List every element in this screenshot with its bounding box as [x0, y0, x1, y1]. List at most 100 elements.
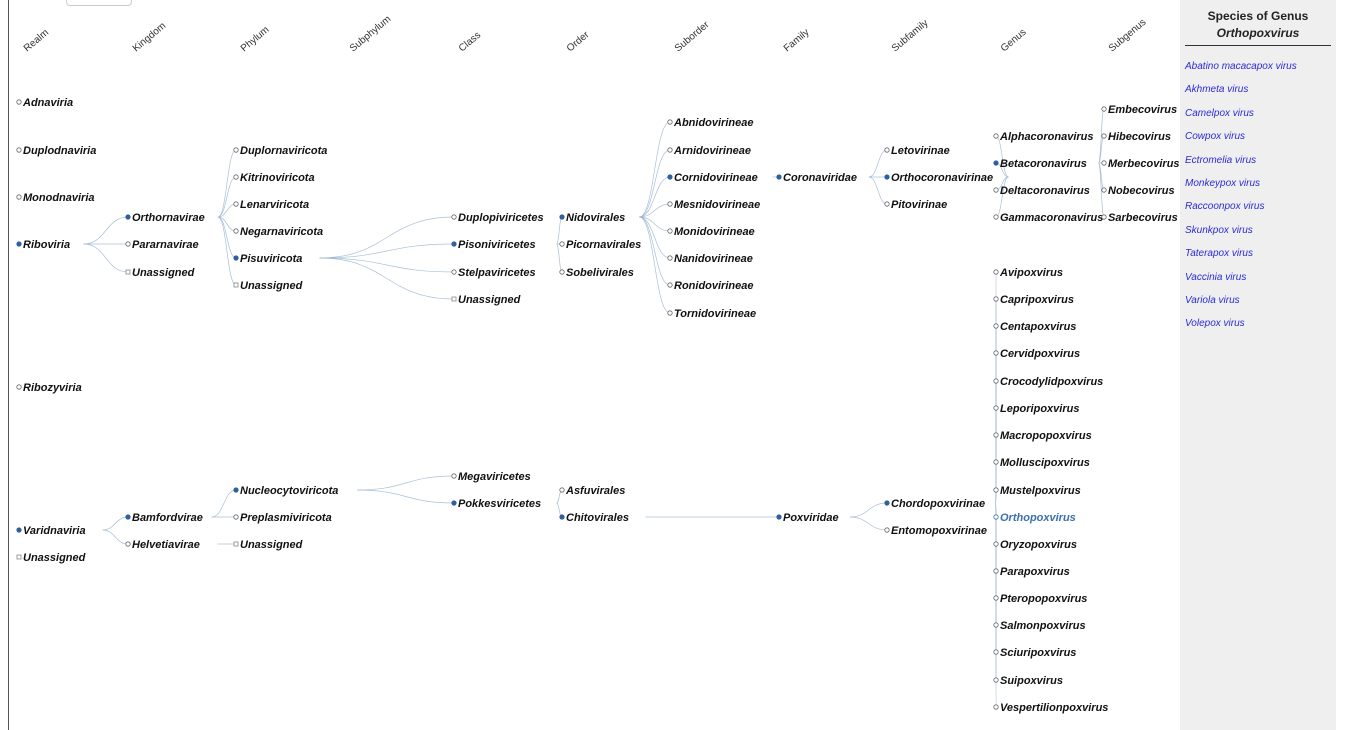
species-link-skunkpox-virus[interactable]: Skunkpox virus [1185, 224, 1253, 236]
node-marker [125, 514, 131, 520]
tree-node-letovirinae[interactable]: Letovirinae [884, 145, 950, 157]
node-label: Centapoxvirus [1000, 321, 1076, 333]
tree-node-parapoxvirus[interactable]: Parapoxvirus [993, 566, 1070, 578]
tree-node-sciuripoxvirus[interactable]: Sciuripoxvirus [993, 647, 1077, 659]
node-marker [451, 214, 457, 220]
species-link-vaccinia-virus[interactable]: Vaccinia virus [1185, 271, 1247, 283]
tree-node-monodnaviria[interactable]: Monodnaviria [16, 192, 95, 204]
tree-node-megaviricetes[interactable]: Megaviricetes [451, 471, 531, 483]
tree-node-capripoxvirus[interactable]: Capripoxvirus [993, 294, 1074, 306]
tree-node-abnidovirineae[interactable]: Abnidovirineae [667, 117, 754, 129]
tree-node-unassignedc1[interactable]: Unassigned [451, 294, 521, 306]
tree-node-molluscipoxvirus[interactable]: Molluscipoxvirus [993, 457, 1090, 469]
tree-node-orthornavirae[interactable]: Orthornavirae [125, 212, 205, 224]
tree-node-nidovirales[interactable]: Nidovirales [559, 212, 626, 224]
species-link-abatino-macacapox-virus[interactable]: Abatino macacapox virus [1185, 61, 1297, 72]
tree-node-crocodylidpoxvirus[interactable]: Crocodylidpoxvirus [993, 376, 1103, 388]
tree-node-centapoxvirus[interactable]: Centapoxvirus [993, 321, 1077, 333]
species-link-ectromelia-virus[interactable]: Ectromelia virus [1185, 154, 1257, 166]
species-link-cowpox-virus[interactable]: Cowpox virus [1185, 131, 1246, 143]
tree-node-pitovirinae[interactable]: Pitovirinae [884, 199, 947, 211]
link-nucleocytoviricota-to-megaviricetes [357, 475, 455, 491]
tree-node-lenarviricota[interactable]: Lenarviricota [233, 199, 309, 211]
tree-node-adnaviria[interactable]: Adnaviria [16, 97, 73, 109]
tree-node-macropopoxvirus[interactable]: Macropopoxvirus [993, 430, 1092, 442]
species-link-variola-virus[interactable]: Variola virus [1185, 294, 1240, 306]
tree-node-cornidovirineae[interactable]: Cornidovirineae [667, 172, 758, 184]
tree-node-stelpaviricetes[interactable]: Stelpaviricetes [451, 267, 536, 279]
tree-node-preplasmiviricota[interactable]: Preplasmiviricota [233, 512, 332, 524]
rank-header-order: Order [565, 29, 592, 54]
tree-node-avipoxvirus[interactable]: Avipoxvirus [993, 267, 1063, 279]
species-link-volepox-virus[interactable]: Volepox virus [1185, 318, 1245, 330]
tree-node-unassignedrealm[interactable]: Unassigned [16, 552, 86, 564]
tree-node-pisuviricota[interactable]: Pisuviricota [233, 253, 303, 265]
link-nidovirales-to-mesnidovirineae [639, 203, 671, 218]
tree-node-kitrinoviricota[interactable]: Kitrinoviricota [233, 172, 315, 184]
tree-node-ronidovirineae[interactable]: Ronidovirineae [667, 280, 754, 292]
tree-node-suipoxvirus[interactable]: Suipoxvirus [993, 675, 1063, 687]
species-link-camelpox-virus[interactable]: Camelpox virus [1185, 107, 1254, 119]
tree-node-varidnaviria[interactable]: Varidnaviria [16, 525, 86, 537]
node-marker [884, 500, 890, 506]
tree-node-negarnaviricota[interactable]: Negarnaviricota [233, 226, 323, 238]
tree-node-cervidpoxvirus[interactable]: Cervidpoxvirus [993, 348, 1080, 360]
tree-node-picornavirales[interactable]: Picornavirales [559, 239, 641, 251]
tree-node-gammacoronavirus[interactable]: Gammacoronavirus [993, 212, 1104, 224]
tree-node-mesnidovirineae[interactable]: Mesnidovirineae [667, 199, 760, 211]
tree-node-hibecovirus[interactable]: Hibecovirus [1101, 131, 1171, 143]
tree-node-vespertilionpoxvirus[interactable]: Vespertilionpoxvirus [993, 702, 1109, 714]
tree-node-orthopoxvirus[interactable]: Orthopoxvirus [993, 512, 1076, 524]
panel-title: Species of Genus Orthopoxvirus [1180, 0, 1336, 42]
node-marker [451, 500, 457, 506]
node-label: Pisoniviricetes [458, 239, 536, 251]
node-marker [993, 622, 999, 628]
species-link-raccoonpox-virus[interactable]: Raccoonpox virus [1185, 201, 1265, 213]
node-marker [884, 201, 890, 207]
tree-node-riboviria[interactable]: Riboviria [16, 239, 70, 251]
tree-node-entomopoxvirinae[interactable]: Entomopoxvirinae [884, 525, 987, 537]
tree-node-unassignedk1[interactable]: Unassigned [125, 267, 195, 279]
tree-node-merbecovirus[interactable]: Merbecovirus [1101, 158, 1180, 170]
tree-node-nucleocytoviricota[interactable]: Nucleocytoviricota [233, 485, 339, 497]
top-control-button[interactable] [66, 0, 132, 6]
tree-node-pisoniviricetes[interactable]: Pisoniviricetes [451, 239, 536, 251]
tree-node-arnidovirineae[interactable]: Arnidovirineae [667, 145, 751, 157]
tree-node-oryzopoxvirus[interactable]: Oryzopoxvirus [993, 539, 1077, 551]
tree-node-helvetiavirae[interactable]: Helvetiavirae [125, 539, 200, 551]
tree-node-unassignedp1[interactable]: Unassigned [233, 280, 303, 292]
tree-node-salmonpoxvirus[interactable]: Salmonpoxvirus [993, 620, 1086, 632]
tree-node-nobecovirus[interactable]: Nobecovirus [1101, 185, 1175, 197]
tree-node-duplornaviricota[interactable]: Duplornaviricota [233, 145, 328, 157]
tree-node-duplodnaviria[interactable]: Duplodnaviria [16, 145, 97, 157]
tree-node-ribozyviria[interactable]: Ribozyviria [16, 382, 82, 394]
tree-node-monidovirineae[interactable]: Monidovirineae [667, 226, 755, 238]
tree-node-deltacoronavirus[interactable]: Deltacoronavirus [993, 185, 1090, 197]
species-link-taterapox-virus[interactable]: Taterapox virus [1185, 248, 1253, 260]
tree-node-asfuvirales[interactable]: Asfuvirales [559, 485, 626, 497]
tree-node-coronaviridae[interactable]: Coronaviridae [776, 172, 857, 184]
node-marker [884, 527, 890, 533]
species-link-akhmeta-virus[interactable]: Akhmeta virus [1185, 84, 1249, 96]
tree-node-duplopiviricetes[interactable]: Duplopiviricetes [451, 212, 544, 224]
tree-node-tornidovirineae[interactable]: Tornidovirineae [667, 308, 756, 320]
tree-node-nanidovirineae[interactable]: Nanidovirineae [667, 253, 753, 265]
tree-node-sarbecovirus[interactable]: Sarbecovirus [1101, 212, 1178, 224]
tree-node-poxviridae[interactable]: Poxviridae [776, 512, 839, 524]
tree-node-alphacoronavirus[interactable]: Alphacoronavirus [993, 131, 1094, 143]
tree-node-mustelpoxvirus[interactable]: Mustelpoxvirus [993, 485, 1081, 497]
tree-node-embecovirus[interactable]: Embecovirus [1101, 104, 1177, 116]
tree-node-pteropopoxvirus[interactable]: Pteropopoxvirus [993, 593, 1088, 605]
node-marker [559, 487, 565, 493]
tree-node-sobelivirales[interactable]: Sobelivirales [559, 267, 634, 279]
tree-node-leporipoxvirus[interactable]: Leporipoxvirus [993, 403, 1080, 415]
tree-node-chordopoxvirinae[interactable]: Chordopoxvirinae [884, 498, 985, 510]
tree-node-bamfordvirae[interactable]: Bamfordvirae [125, 512, 203, 524]
tree-node-unassignedp2[interactable]: Unassigned [233, 539, 303, 551]
species-link-monkeypox-virus[interactable]: Monkeypox virus [1185, 177, 1261, 189]
tree-node-pararnavirae[interactable]: Pararnavirae [125, 239, 199, 251]
tree-node-orthocoronavirinae[interactable]: Orthocoronavirinae [884, 172, 993, 184]
tree-node-chitovirales[interactable]: Chitovirales [559, 512, 629, 524]
tree-node-betacoronavirus[interactable]: Betacoronavirus [993, 158, 1087, 170]
tree-node-pokkesviricetes[interactable]: Pokkesviricetes [451, 498, 541, 510]
